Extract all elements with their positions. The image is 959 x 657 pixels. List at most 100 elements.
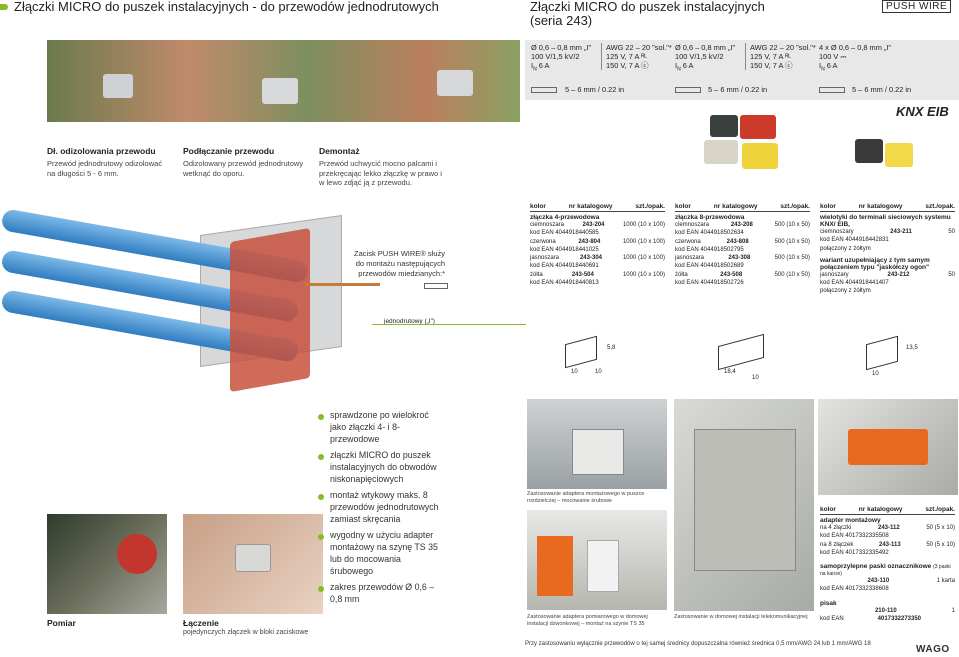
joining-photo (183, 514, 323, 614)
wago-logo: WAGO (916, 644, 950, 655)
table-cell: żółta (675, 271, 688, 278)
table-cell: 50 (5 x 10) (926, 541, 955, 548)
clamp-divider (372, 324, 526, 325)
clamp-description: Zacisk PUSH WIRE® służy do montażu nastę… (354, 249, 445, 278)
table-cell: ciemnoszara (675, 222, 710, 228)
caption-telecom: Zastosowanie w domowej instalacji teleko… (674, 614, 808, 620)
table-cell: 243-113 (878, 541, 901, 548)
table-cell: na 8 złączek (820, 541, 854, 548)
measurement-photo (47, 514, 167, 614)
table-cell: kod EAN 4017332335508 (820, 533, 889, 540)
table-row: kod EAN 4044918440691 (530, 262, 665, 270)
table-row: kod EAN 4044918442831 (820, 236, 955, 244)
table-cell: kod EAN 4044918442831 (820, 237, 889, 244)
table-row: kod EAN 4044918502634 (675, 229, 810, 237)
table-cell: żółta (530, 271, 543, 278)
table-row: kod EAN 4044918502795 (675, 246, 810, 254)
caption-rail: Zastosowanie adaptera pomiarowego w domo… (527, 614, 648, 627)
table-cell: 243-212 (887, 271, 910, 278)
table-cell: na 4 złączki (820, 525, 852, 531)
table-cell: jasnoszara (530, 255, 560, 262)
table-cell: 243-211 (890, 229, 912, 235)
adapter-photo (818, 399, 958, 495)
strip-length-row: 5 – 6 mm / 0.22 in 5 – 6 mm / 0.22 in 5 … (525, 82, 959, 98)
table-cell: połączony z żółtym (820, 288, 871, 295)
wire-icon (424, 283, 448, 289)
hands-photo-strip (47, 40, 520, 122)
table-row: żółta 243-508 500 (10 x 50) (675, 271, 810, 279)
table-cell: 1000 (10 x 100) (622, 222, 665, 228)
caption-box: Zastosowanie adaptera montażowego w pusz… (527, 491, 645, 504)
feature-item: montaż wtykowy maks. 8 przewodów jednodr… (318, 489, 440, 525)
feature-item: złączki MICRO do puszek instalacyjnych d… (318, 449, 440, 485)
step-connect: Podłączanie przewodu Odizolowany przewód… (183, 146, 304, 178)
table-cell: kod EAN 4044918440585 (530, 230, 599, 237)
table-cell: 50 (5 x 10) (926, 525, 955, 531)
table-row: żółta 243-504 1000 (10 x 100) (530, 271, 665, 279)
dimension-drawing-4: 10 5,8 10 (555, 330, 615, 380)
table-row: ciemnoszara 243-204 1000 (10 x 100) (530, 221, 665, 229)
table-cell: ciemnoszara (530, 222, 565, 228)
table-cell: kod EAN (820, 616, 844, 623)
table-cell: kod EAN 4044918502634 (675, 230, 744, 237)
table-cell: czerwona (675, 238, 701, 245)
table-cell: jasnoszary (820, 271, 849, 278)
table-row: kod EAN 4044918441407 (820, 279, 955, 287)
table-row: na 8 złączek 243-113 50 (5 x 10) (820, 541, 955, 549)
table-cell: 243-508 (720, 271, 743, 278)
table-cell: 500 (10 x 50) (774, 271, 810, 278)
right-page-title: Złączki MICRO do puszek instalacyjnych (530, 0, 765, 14)
table-row: kod EAN 4017332338608 (820, 585, 955, 593)
table-cell: 243-112 (877, 525, 900, 531)
table-row: czerwona 243-804 1000 (10 x 100) (530, 238, 665, 246)
table-cell: kod EAN 4044918502795 (675, 246, 744, 253)
feature-item: wygodny w użyciu adapter montażowy na sz… (318, 529, 440, 577)
table-cell: 1000 (10 x 100) (622, 238, 665, 245)
table-cell: kod EAN 4044918441025 (530, 246, 599, 253)
table-cell: 50 (948, 229, 955, 235)
connector-cutaway-illustration (0, 195, 380, 405)
right-page-subtitle: (seria 243) (530, 13, 593, 28)
table-row: kod EAN 4044918502726 (675, 279, 810, 287)
knx-eib-logo: KNX EIB (896, 104, 949, 119)
connectors-photo (700, 115, 790, 175)
table-cell: połączony z żółtym (820, 245, 871, 252)
table-cell: 243-204 (582, 222, 605, 228)
table-row: połączony z żółtym (820, 287, 955, 295)
table-cell: 243-110 (867, 578, 890, 585)
left-page-title: Złączki MICRO do puszek instalacyjnych -… (14, 0, 439, 14)
table-cell: kod EAN 4044918440813 (530, 280, 599, 287)
feature-item: sprawdzone po wielokroć jako złączki 4- … (318, 409, 440, 445)
table-cell: 1000 (10 x 100) (622, 271, 665, 278)
table-row: kod EAN 4044918440585 (530, 229, 665, 237)
table-cell: 210-110 (874, 607, 897, 614)
table-cell: czerwona (530, 238, 556, 245)
table-row: 210-110 1 (820, 607, 955, 615)
table-row: kod EAN 4017332335492 (820, 549, 955, 557)
caption-join-title: Łączenie (183, 618, 219, 628)
table-cell: 1 (951, 607, 955, 614)
telecom-photo (674, 399, 814, 611)
caption-join-text: pojedynczych złączek w bloki zaciskowe (183, 629, 309, 636)
table-cell: 243-504 (571, 271, 594, 278)
footnote: Przy zastosowaniu wyłącznie przewodów o … (525, 641, 871, 647)
table3-body: wielotyki do terminali sieciowych system… (820, 214, 955, 295)
knx-connectors-photo (855, 135, 915, 175)
step-strip: Dł. odizolowania przewodu Przewód jednod… (47, 146, 163, 178)
table-row: połączony z żółtym (820, 245, 955, 253)
table-cell: 1000 (10 x 100) (622, 255, 665, 262)
table-cell: 243-208 (730, 222, 753, 228)
table-cell: 243-804 (578, 238, 601, 245)
dimension-drawing-8: 18,4 10 (710, 330, 780, 381)
